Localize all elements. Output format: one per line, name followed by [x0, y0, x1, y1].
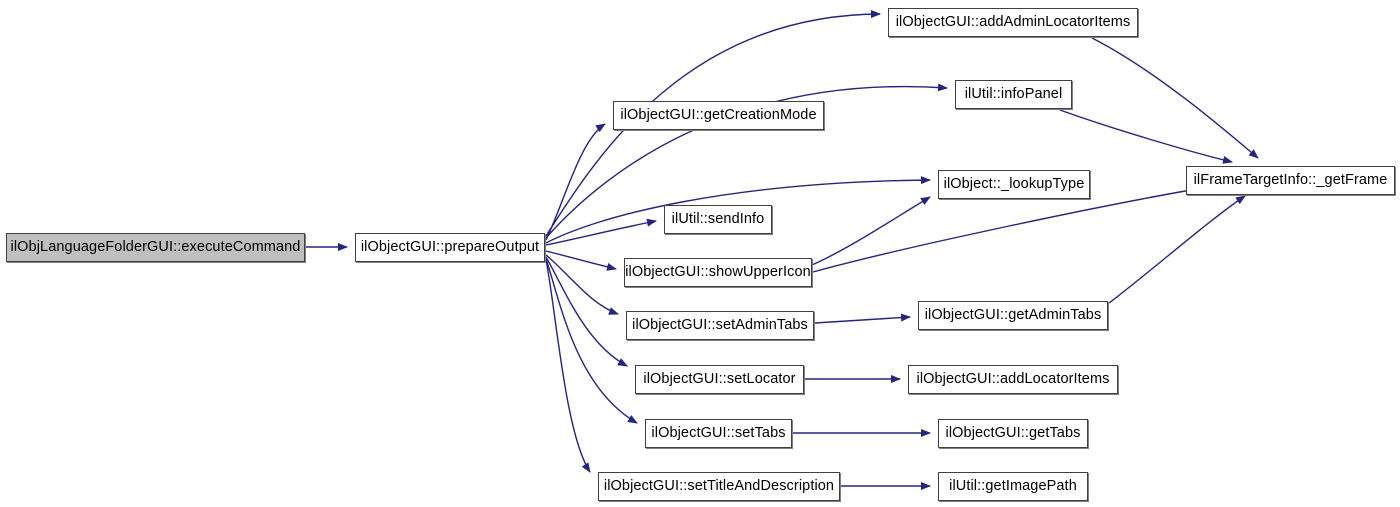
node-label-prepareOutput: ilObjectGUI::prepareOutput	[360, 239, 540, 256]
node-label-addLocatorItems: ilObjectGUI::addLocatorItems	[916, 371, 1110, 388]
node-label-infoPanel: ilUtil::infoPanel	[964, 86, 1063, 103]
edge-showUpperIcon-to-lookupType	[811, 196, 931, 266]
node-label-setLocator: ilObjectGUI::setLocator	[643, 371, 796, 388]
node-label-getFrame: ilFrameTargetInfo::_getFrame	[1193, 172, 1388, 189]
node-setTabs[interactable]: ilObjectGUI::setTabs	[645, 419, 792, 448]
node-label-lookupType: ilObject::_lookupType	[943, 176, 1085, 193]
edge-infoPanel-to-getFrame	[1059, 109, 1233, 164]
node-sendInfo[interactable]: ilUtil::sendInfo	[664, 205, 772, 234]
node-label-executeCommand: ilObjLanguageFolderGUI::executeCommand	[10, 239, 301, 256]
node-label-getTabs: ilObjectGUI::getTabs	[945, 425, 1081, 442]
edge-prepareOutput-to-sendInfo	[545, 218, 657, 246]
node-getCreationMode[interactable]: ilObjectGUI::getCreationMode	[613, 101, 824, 130]
edge-prepareOutput-to-setTitleAndDescription	[545, 259, 591, 473]
node-showUpperIcon[interactable]: ilObjectGUI::showUpperIcon	[624, 258, 812, 287]
node-label-setTitleAndDescription: ilObjectGUI::setTitleAndDescription	[603, 478, 835, 495]
node-addAdminLocatorItems[interactable]: ilObjectGUI::addAdminLocatorItems	[888, 8, 1138, 37]
edge-addAdminLocatorItems-to-getFrame	[1091, 37, 1259, 159]
edge-prepareOutput-to-showUpperIcon	[545, 250, 617, 271]
edge-prepareOutput-to-setAdminTabs	[545, 254, 619, 315]
node-label-getCreationMode: ilObjectGUI::getCreationMode	[620, 107, 817, 124]
edge-setAdminTabs-to-getAdminTabs	[814, 313, 911, 324]
edge-prepareOutput-to-setLocator	[545, 256, 628, 367]
node-label-sendInfo: ilUtil::sendInfo	[671, 211, 765, 228]
node-lookupType[interactable]: ilObject::_lookupType	[938, 170, 1090, 199]
node-prepareOutput[interactable]: ilObjectGUI::prepareOutput	[355, 233, 545, 262]
node-label-getAdminTabs: ilObjectGUI::getAdminTabs	[924, 307, 1102, 324]
node-label-addAdminLocatorItems: ilObjectGUI::addAdminLocatorItems	[895, 14, 1131, 31]
node-label-getImagePath: ilUtil::getImagePath	[949, 478, 1077, 495]
node-infoPanel[interactable]: ilUtil::infoPanel	[955, 80, 1072, 109]
node-getImagePath[interactable]: ilUtil::getImagePath	[938, 472, 1088, 501]
node-addLocatorItems[interactable]: ilObjectGUI::addLocatorItems	[908, 365, 1118, 394]
node-label-setAdminTabs: ilObjectGUI::setAdminTabs	[632, 317, 808, 334]
node-getTabs[interactable]: ilObjectGUI::getTabs	[938, 419, 1088, 448]
edge-getAdminTabs-to-getFrame	[1108, 195, 1246, 304]
edge-prepareOutput-to-getCreationMode	[545, 123, 606, 241]
node-setTitleAndDescription[interactable]: ilObjectGUI::setTitleAndDescription	[598, 472, 840, 501]
node-setAdminTabs[interactable]: ilObjectGUI::setAdminTabs	[626, 311, 814, 340]
node-setLocator[interactable]: ilObjectGUI::setLocator	[635, 365, 804, 394]
node-label-showUpperIcon: ilObjectGUI::showUpperIcon	[625, 264, 811, 281]
node-label-setTabs: ilObjectGUI::setTabs	[651, 425, 786, 442]
node-executeCommand[interactable]: ilObjLanguageFolderGUI::executeCommand	[6, 233, 305, 262]
node-getAdminTabs[interactable]: ilObjectGUI::getAdminTabs	[918, 301, 1108, 330]
node-getFrame[interactable]: ilFrameTargetInfo::_getFrame	[1186, 166, 1395, 195]
